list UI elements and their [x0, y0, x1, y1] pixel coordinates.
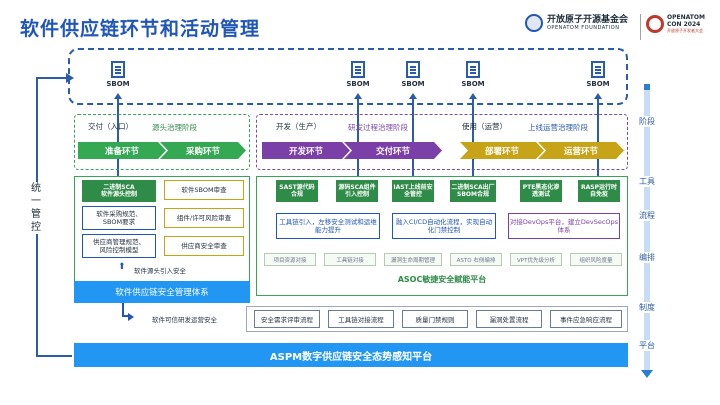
process-quality-gate: 质量门禁规则	[402, 310, 468, 328]
arrow-up-icon	[469, 93, 477, 180]
tag-vuln-lifecycle: 漏洞生命周期管理	[384, 253, 442, 266]
loop-arrow-icon	[66, 73, 74, 83]
openatom-cn-text: 开放原子开源基金会	[547, 15, 629, 25]
arrow-up-icon	[114, 93, 122, 180]
tag-project-resources: 项目资源对接	[264, 253, 316, 266]
aspm-platform-bar: ASPM数字供应链安全态势感知平台	[74, 343, 628, 367]
supply-chain-management-system-bar: 软件供应链安全管理体系	[74, 281, 250, 303]
arrow-up-icon	[354, 93, 362, 180]
axis-label-process: 流程	[638, 210, 656, 221]
tag-toolchain: 工具链对接	[324, 253, 376, 266]
card-procurement-spec: 软件采购规范、 SBOM要求	[82, 206, 156, 230]
source-security-note: 软件源头引入安全	[134, 267, 186, 275]
openatom-logo: 开放原子开源基金会 OPENATOM FOUNDATION	[525, 14, 628, 32]
document-icon	[591, 60, 605, 78]
sbom-icon-4: SBOM	[455, 56, 491, 92]
arrow-up-small-icon: ⬆	[118, 262, 126, 272]
stage-dev-label: 开发（生产）	[276, 122, 321, 131]
chevron-develop: 开发环节	[262, 142, 350, 159]
con-line2: CON 2024	[667, 21, 701, 28]
sbom-icon-5: SBOM	[580, 56, 616, 92]
stage-ops-phase: 上线运营治理阶段	[528, 123, 588, 132]
openatom-con-logo: OPENATOM CON 2024 开放原子开发者大会	[646, 14, 705, 33]
page-title: 软件供应链环节和活动管理	[20, 18, 261, 40]
arrow-down-icon	[641, 370, 653, 378]
logo-divider	[640, 14, 641, 40]
card-component-license-review: 组件/许可风险审查	[164, 208, 244, 228]
card-supplier-security-review: 供应商安全审查	[164, 236, 244, 256]
sbom-icon-3: SBOM	[395, 56, 431, 92]
sbom-label: SBOM	[586, 79, 610, 88]
con-line1: OPENATOM	[667, 14, 705, 21]
asoc-platform-label: ASOC敏捷安全赋能平台	[397, 275, 487, 284]
sbom-label: SBOM	[346, 79, 370, 88]
stage-delivery-box	[74, 114, 250, 170]
card-binary-sca-source: 二进制SCA 软件源头控制	[82, 180, 156, 202]
sbom-label: SBOM	[401, 79, 425, 88]
arrow-up-icon	[409, 93, 417, 180]
axis-label-system: 制度	[638, 302, 656, 313]
stage-delivery-label: 交付（入口）	[88, 122, 133, 131]
card-binary-sca-sbom: 二进制SCA出厂SBOM合规	[450, 180, 496, 202]
card-rasp: RASP运行时自免疫	[578, 180, 620, 202]
axis-label-stage: 阶段	[638, 116, 656, 127]
openatom-en-text: OPENATOM FOUNDATION	[547, 25, 620, 31]
document-icon	[111, 60, 125, 78]
stage-ops-label: 使用（运营）	[462, 122, 507, 131]
unified-control-label: 统一管控	[28, 182, 44, 234]
arrow-right-icon	[128, 313, 134, 321]
tag-org-risk: 组织风险度量	[570, 253, 622, 266]
chevron-deploy: 部署环节	[460, 142, 544, 159]
document-icon	[406, 60, 420, 78]
con-ring-icon	[646, 14, 664, 33]
card-supplier-management: 供应商管理规范、 风险控制模型	[82, 234, 156, 258]
trusted-dev-ops-note: 软件可信研发运营安全	[152, 316, 217, 324]
axis-label-orchestration: 编排	[638, 252, 656, 263]
process-security-review: 安全需求评审流程	[254, 310, 320, 328]
document-icon	[466, 60, 480, 78]
tag-asto: ASTO 右侧编排	[450, 253, 502, 266]
right-axis-start	[644, 84, 650, 90]
sbom-container	[68, 48, 628, 105]
card-pte: PTE黑态化渗透测试	[520, 180, 562, 202]
chevron-procure: 采购环节	[160, 142, 246, 159]
stage-dev-ops-box	[256, 114, 628, 170]
card-iast: IAST上线前安全管控	[392, 180, 434, 202]
note-cicd: 融入CI/CD自动化流程，实现自动化门禁控制	[392, 213, 496, 239]
process-row	[246, 306, 628, 332]
card-sbom-review: 软件SBOM审查	[164, 180, 244, 200]
chevron-operate: 运营环节	[538, 142, 624, 159]
axis-label-platform: 平台	[638, 340, 656, 351]
sbom-icon-2: SBOM	[340, 56, 376, 92]
process-incident-response: 事件应急响应流程	[550, 310, 622, 328]
note-toolchain: 工具链引入，左移安全测试和运维能力提升	[276, 213, 380, 239]
sbom-label: SBOM	[461, 79, 485, 88]
card-sast: SAST源代码合规	[276, 180, 318, 202]
arrow-up-icon	[594, 93, 602, 180]
process-vuln-handling: 漏洞处置流程	[476, 310, 542, 328]
sbom-icon-1: SBOM	[100, 56, 136, 92]
card-source-sca: 源码SCA组件引入控制	[336, 180, 378, 202]
axis-label-tool: 工具	[638, 176, 656, 187]
process-toolchain: 工具链对接流程	[328, 310, 394, 328]
stage-delivery-phase: 源头治理阶段	[152, 123, 197, 132]
chevron-prepare: 准备环节	[78, 142, 166, 159]
note-devsecops: 对接DevOps平台，建立DevSecOps体系	[508, 213, 620, 239]
process-arrow-connector	[122, 303, 130, 317]
openatom-mark-icon	[525, 14, 543, 32]
con-sub: 开放原子开发者大会	[667, 28, 703, 33]
chevron-deliver: 交付环节	[344, 142, 442, 159]
tag-vpt: VPT优先级分析	[510, 253, 562, 266]
right-axis-line	[644, 90, 650, 375]
stage-dev-phase: 研发过程治理阶段	[348, 123, 408, 132]
document-icon	[351, 60, 365, 78]
sbom-label: SBOM	[106, 79, 130, 88]
